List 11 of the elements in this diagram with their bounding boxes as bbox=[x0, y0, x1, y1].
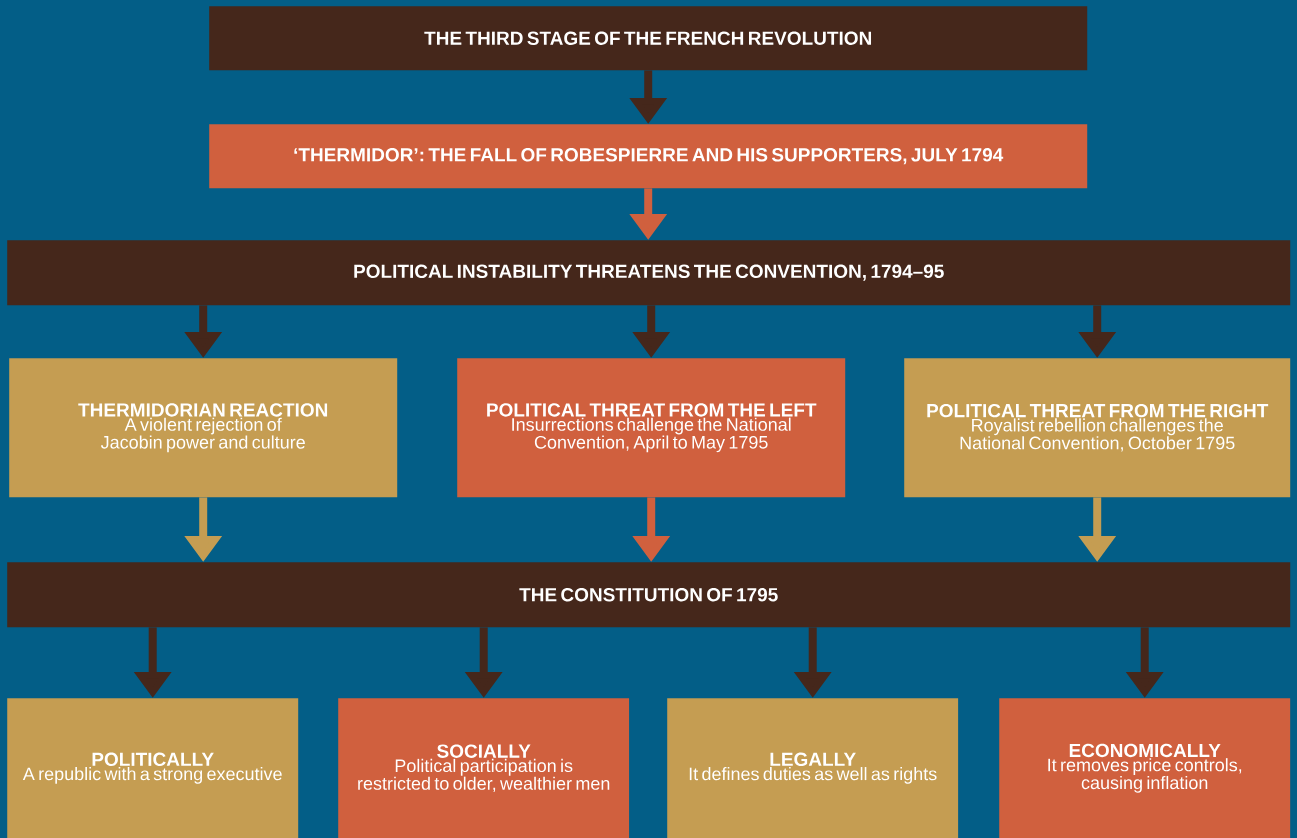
category-box: POLITICAL THREAT FROM THE LEFT Insurrections challenge the National Convention, April to May 1795 bbox=[457, 358, 846, 498]
category-box: POLITICALLY A republic with a strong executive bbox=[7, 698, 299, 838]
heading-banner: THE THIRD STAGE OF THE FRENCH REVOLUTION bbox=[209, 6, 1088, 71]
category-box: LEGALLY It defines duties as well as rights bbox=[667, 698, 959, 838]
category-box: SOCIALLY Political participation is restricted to older, wealthier men bbox=[338, 698, 630, 838]
heading-banner: ‘THERMIDOR’: THE FALL OF ROBESPIERRE AND HIS SUPPORTERS, JULY 1794 bbox=[209, 124, 1088, 189]
category-box: THERMIDORIAN REACTION A violent rejection of Jacobin power and culture bbox=[9, 358, 398, 498]
category-box: ECONOMICALLY It removes price controls, causing inflation bbox=[999, 698, 1291, 838]
heading-banner: THE CONSTITUTION OF 1795 bbox=[7, 562, 1291, 628]
heading-banner: POLITICAL INSTABILITY THREATENS THE CONVENTION, 1794–95 bbox=[7, 240, 1291, 306]
category-box: POLITICAL THREAT FROM THE RIGHT Royalist rebellion challenges the National Convention, October 1795 bbox=[904, 358, 1291, 498]
